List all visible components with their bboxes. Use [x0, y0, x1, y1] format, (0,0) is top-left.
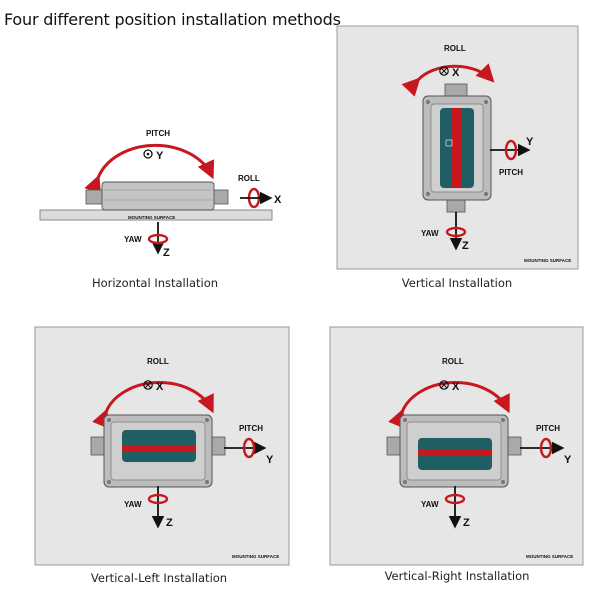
mounting-surface-label: MOUNTING SURFACE [128, 215, 175, 220]
vertical-caption: Vertical Installation [401, 276, 513, 290]
pitch-axis-label: Y [564, 454, 572, 466]
pitch-axis-label: Y [156, 150, 164, 162]
pitch-rotation-arrow [84, 143, 215, 195]
yaw-label: YAW [421, 500, 439, 509]
pitch-axis-label: Y [526, 136, 534, 148]
vertical-installation-figure: ROLL X Y PITCH YAW Z MOUNTING SURFACE Ve… [336, 25, 579, 290]
out-of-page-icon [143, 149, 153, 159]
roll-label: ROLL [442, 357, 464, 366]
connector-left [386, 436, 402, 456]
vertical-installation-diagram: ROLL X Y PITCH YAW Z MOUNTING SURFACE [336, 25, 579, 270]
yaw-axis-label: Z [462, 240, 469, 252]
vertical-left-installation-figure: ROLL X PITCH Y YAW Z MOUNTING SURFACE Ve… [0, 300, 300, 596]
page-title: Four different position installation met… [4, 10, 341, 29]
horizontal-installation-diagram: PITCH Y MOUNTING SURFACE ROLL X YAW Z [39, 129, 282, 259]
roll-label: ROLL [444, 44, 466, 53]
vertical-right-installation-figure: ROLL X PITCH Y YAW Z MOUNTING SURFACE Ve… [300, 300, 603, 596]
horizontal-installation-figure: PITCH Y MOUNTING SURFACE ROLL X YAW Z Ho… [0, 0, 300, 300]
mounting-surface-label: MOUNTING SURFACE [526, 554, 573, 559]
connector-right [210, 436, 226, 456]
roll-label: ROLL [147, 357, 169, 366]
pitch-label: PITCH [536, 424, 560, 433]
roll-label: ROLL [238, 174, 260, 183]
device-body [101, 181, 215, 211]
roll-rotation-arrow [401, 63, 495, 97]
roll-axis-label: X [156, 381, 164, 393]
yaw-label: YAW [124, 235, 142, 244]
connector-right [506, 436, 522, 456]
pitch-label: PITCH [239, 424, 263, 433]
connector-left [90, 436, 106, 456]
vertical-left-caption: Vertical-Left Installation [90, 571, 228, 585]
yaw-label: YAW [421, 229, 439, 238]
pitch-axis-label: Y [266, 454, 274, 466]
pitch-label: PITCH [146, 129, 170, 138]
roll-axis-label: X [274, 194, 282, 206]
mounting-surface-label: MOUNTING SURFACE [524, 258, 571, 263]
horizontal-caption: Horizontal Installation [91, 276, 219, 290]
mounting-surface-label: MOUNTING SURFACE [232, 554, 279, 559]
yaw-axis-label: Z [463, 517, 470, 529]
yaw-axis-label: Z [166, 517, 173, 529]
yaw-label: YAW [124, 500, 142, 509]
into-page-icon [439, 66, 449, 76]
roll-axis-label: X [452, 381, 460, 393]
roll-rotation-arrow [388, 381, 510, 429]
vertical-right-caption: Vertical-Right Installation [384, 569, 530, 583]
vertical-left-installation-diagram: ROLL X PITCH Y YAW Z MOUNTING SURFACE [34, 326, 290, 566]
roll-axis-label: X [452, 67, 460, 79]
vertical-right-installation-diagram: ROLL X PITCH Y YAW Z MOUNTING SURFACE [329, 326, 584, 566]
roll-rotation-arrow [92, 381, 214, 429]
into-page-icon [143, 380, 153, 390]
pitch-label: PITCH [499, 168, 523, 177]
into-page-icon [439, 380, 449, 390]
yaw-axis-label: Z [163, 247, 170, 259]
